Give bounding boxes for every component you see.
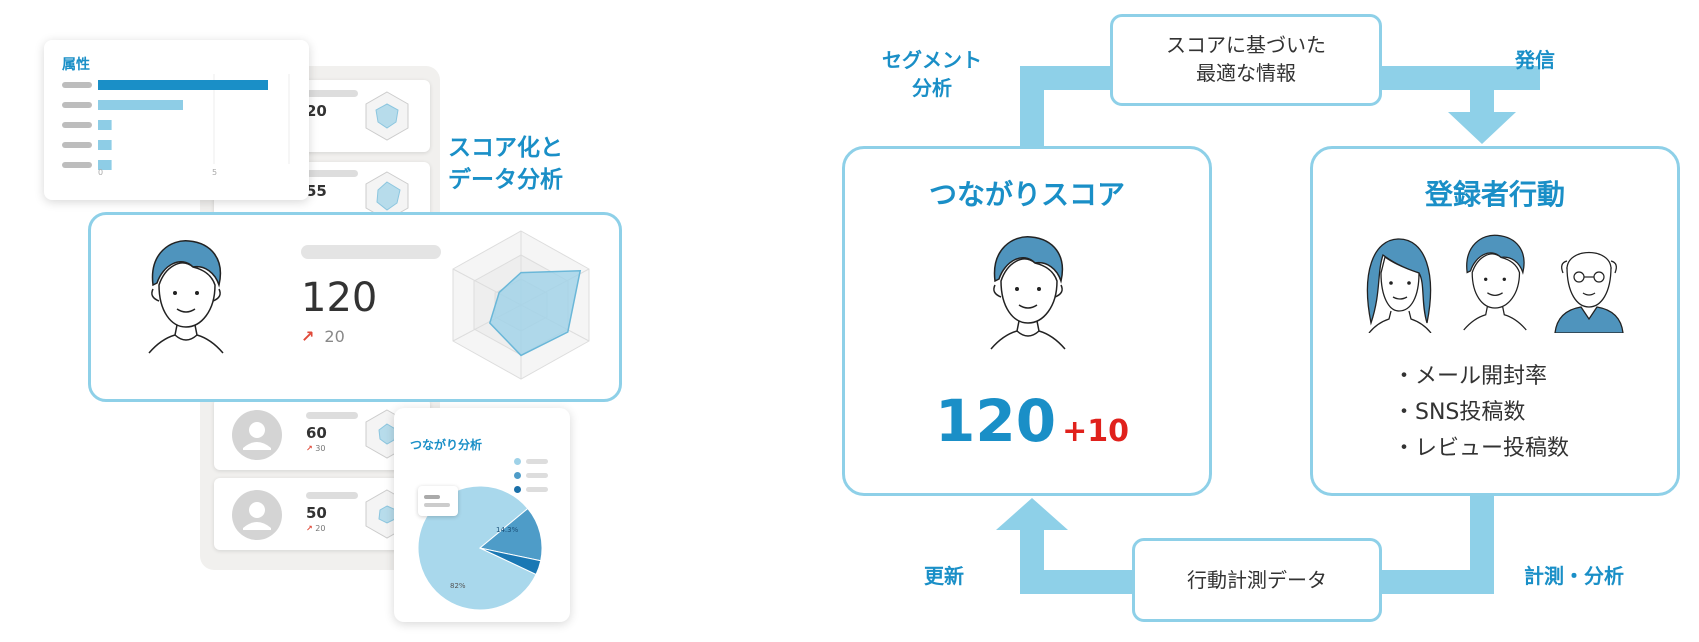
list-item: ・メール開封率: [1393, 359, 1569, 395]
label-line: 分析: [862, 74, 1002, 102]
action-list: ・メール開封率 ・SNS投稿数 ・レビュー投稿数: [1393, 359, 1569, 467]
box-title: つながりスコア: [845, 173, 1209, 213]
person-avatar-icon: [983, 231, 1073, 355]
woman-avatar-icon: [1361, 233, 1437, 337]
segment-analysis-label: セグメント 分析: [862, 46, 1002, 102]
list-item: ・SNS投稿数: [1393, 395, 1569, 431]
update-label: 更新: [924, 562, 964, 590]
registrant-behavior-box: 登録者行動 ・メール開封率 ・SNS投稿数: [1310, 146, 1680, 496]
behavior-data-box: 行動計測データ: [1132, 538, 1382, 622]
box-title: 登録者行動: [1313, 173, 1677, 213]
old-man-avatar-icon: [1551, 233, 1627, 337]
score-increase: +10: [1062, 414, 1129, 449]
label-line: セグメント: [862, 46, 1002, 74]
score-value: 120: [935, 387, 1056, 455]
list-item: ・レビュー投稿数: [1393, 431, 1569, 467]
send-label: 発信: [1515, 46, 1555, 74]
measure-analysis-label: 計測・分析: [1524, 562, 1624, 590]
optimal-info-box: スコアに基づいた 最適な情報: [1110, 14, 1382, 106]
box-line: スコアに基づいた: [1113, 31, 1379, 59]
box-line: 最適な情報: [1113, 59, 1379, 87]
person-avatar-icon: [1457, 229, 1533, 337]
score-display: 120+10: [935, 387, 1129, 455]
connection-score-box: つながりスコア 120+10: [842, 146, 1212, 496]
